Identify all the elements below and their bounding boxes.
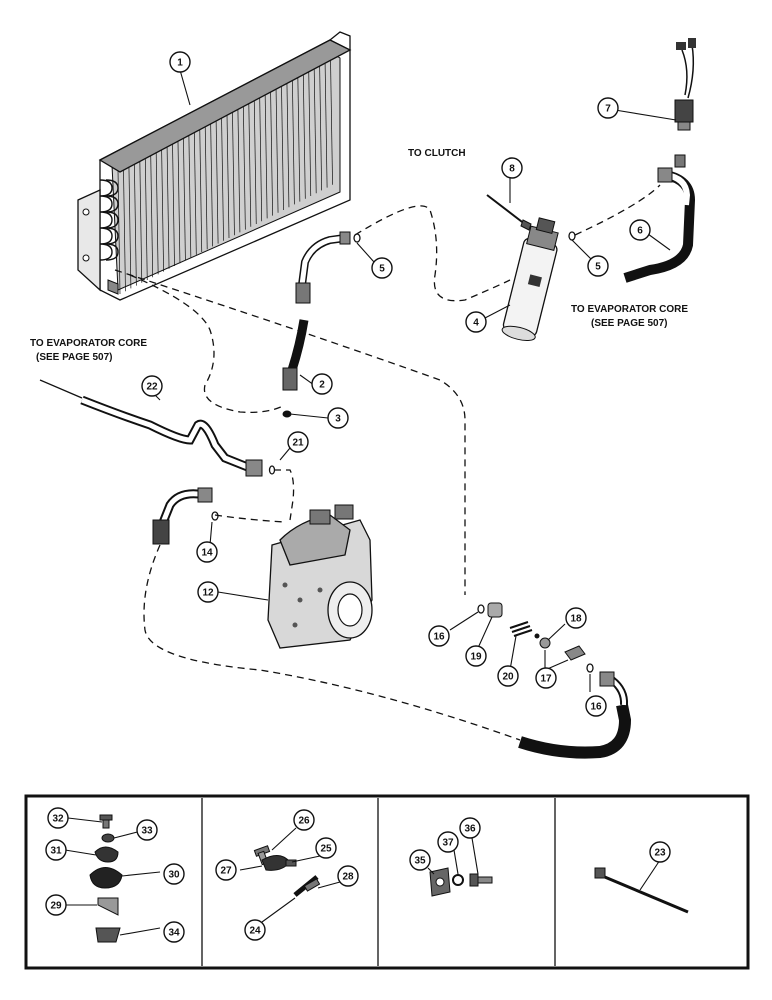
clamp-hardware	[89, 814, 123, 943]
routing-lines	[114, 184, 661, 741]
o-ring-21	[268, 465, 276, 475]
callout-number: 28	[342, 872, 354, 883]
callout-12: 12	[197, 581, 219, 603]
parts-panel	[24, 794, 750, 970]
callout-number: 33	[141, 826, 153, 837]
o-ring-3	[282, 410, 292, 418]
callout-number: 35	[414, 856, 426, 867]
callout-number: 18	[570, 614, 582, 625]
callout-8: 8	[501, 157, 523, 179]
callout-31: 31	[45, 839, 67, 861]
hose-2	[282, 231, 351, 391]
callout-number: 37	[442, 838, 454, 849]
callout-number: 30	[168, 870, 180, 881]
callout-number: 3	[335, 414, 341, 425]
callout-number: 16	[590, 702, 602, 713]
callout-number: 31	[50, 846, 62, 857]
callout-37: 37	[437, 831, 459, 853]
callout-number: 21	[292, 438, 304, 449]
condenser	[77, 31, 352, 301]
callout-number: 6	[637, 226, 643, 237]
callout-number: 17	[540, 674, 552, 685]
callout-33: 33	[136, 819, 158, 841]
valve-parts	[477, 602, 594, 673]
callout-22: 22	[141, 375, 163, 397]
callout-number: 27	[220, 866, 232, 877]
callout-number: 32	[52, 814, 64, 825]
label-to-evap-left-1: TO EVAPORATOR CORE	[30, 338, 147, 349]
callout-26: 26	[293, 809, 315, 831]
callout-number: 36	[464, 824, 476, 835]
callout-3: 3	[327, 407, 349, 429]
hose-22	[39, 379, 263, 477]
callout-number: 19	[470, 652, 482, 663]
callout-34: 34	[163, 921, 185, 943]
callout-29: 29	[45, 894, 67, 916]
label-to-evap-left-2: (SEE PAGE 507)	[36, 352, 113, 363]
callout-number: 34	[168, 928, 180, 939]
callout-16b: 16	[585, 695, 607, 717]
suction-hose	[518, 671, 632, 759]
label-to-evap-right-2: (SEE PAGE 507)	[591, 318, 668, 329]
callout-number: 4	[473, 318, 479, 329]
callout-28: 28	[337, 865, 359, 887]
callout-16a: 16	[428, 625, 450, 647]
callout-21: 21	[287, 431, 309, 453]
clip-hardware	[253, 845, 321, 897]
callout-number: 2	[319, 380, 325, 391]
tie-strap	[594, 867, 689, 914]
callout-6: 6	[629, 219, 651, 241]
callout-number: 1	[177, 58, 183, 69]
compressor	[267, 504, 373, 649]
wire-8	[486, 194, 532, 231]
callout-2: 2	[311, 373, 333, 395]
callout-17: 17	[535, 667, 557, 689]
callout-1: 1	[169, 51, 191, 73]
callout-30: 30	[163, 863, 185, 885]
callout-number: 26	[298, 816, 310, 827]
pressure-switch	[674, 38, 696, 131]
callout-number: 12	[202, 588, 214, 599]
callout-20: 20	[497, 665, 519, 687]
bolt-hardware	[429, 867, 493, 897]
callout-number: 22	[146, 382, 158, 393]
callout-36: 36	[459, 817, 481, 839]
callout-18: 18	[565, 607, 587, 629]
callout-14: 14	[196, 541, 218, 563]
callout-35: 35	[409, 849, 431, 871]
callout-number: 16	[433, 632, 445, 643]
callout-number: 5	[595, 262, 601, 273]
callout-23: 23	[649, 841, 671, 863]
callout-32: 32	[47, 807, 69, 829]
callout-7: 7	[597, 97, 619, 119]
label-to-clutch: TO CLUTCH	[408, 148, 466, 159]
o-ring-5-right	[568, 231, 576, 241]
callout-number: 23	[654, 848, 666, 859]
o-ring-5-left	[353, 233, 361, 243]
o-ring-14	[211, 511, 219, 521]
callout-number: 25	[320, 844, 332, 855]
callout-4: 4	[465, 311, 487, 333]
discharge-hose	[152, 487, 213, 545]
callout-5b: 5	[587, 255, 609, 277]
callout-number: 5	[379, 264, 385, 275]
callout-19: 19	[465, 645, 487, 667]
label-to-evap-right-1: TO EVAPORATOR CORE	[571, 304, 688, 315]
callout-27: 27	[215, 859, 237, 881]
callout-number: 14	[201, 548, 213, 559]
callout-number: 7	[605, 104, 611, 115]
callout-number: 20	[502, 672, 514, 683]
callout-number: 29	[50, 901, 62, 912]
callout-24: 24	[244, 919, 266, 941]
callout-25: 25	[315, 837, 337, 859]
callout-number: 8	[509, 164, 515, 175]
receiver-drier	[501, 217, 559, 341]
callout-5a: 5	[371, 257, 393, 279]
callout-number: 24	[249, 926, 261, 937]
hose-6	[623, 154, 696, 283]
